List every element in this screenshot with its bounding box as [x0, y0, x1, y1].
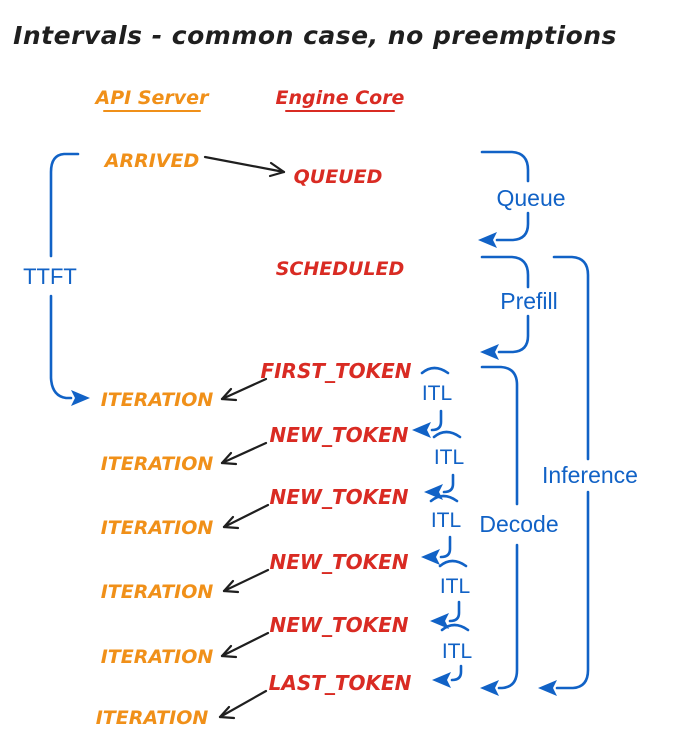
arrow-arrived-to-queued — [203, 155, 286, 178]
arrow-new-token2-to-iteration — [222, 503, 270, 530]
event-iteration-5: ITERATION — [101, 646, 214, 668]
itl-bracket-5 — [432, 623, 470, 688]
event-arrived: ARRIVED — [103, 150, 200, 172]
itl-bracket-3 — [421, 494, 459, 565]
arrow-new-token1-to-iteration — [220, 441, 268, 466]
decode-arrowhead — [480, 680, 499, 696]
ttft-arrowhead — [71, 390, 90, 406]
ttft-bracket — [49, 152, 90, 406]
event-new-token-4: NEW_TOKEN — [269, 613, 408, 637]
column-header-engine-core: Engine Core — [276, 87, 405, 109]
arrow-last-token-to-iteration — [218, 689, 268, 720]
event-iteration-3: ITERATION — [101, 517, 214, 539]
interval-label-decode: Decode — [479, 511, 558, 537]
inference-arrowhead — [538, 680, 557, 696]
event-scheduled: SCHEDULED — [276, 258, 405, 280]
itl-arrowhead-4 — [430, 613, 449, 629]
itl-arrowhead-1 — [412, 422, 431, 438]
itl-arrowhead-3 — [421, 549, 440, 565]
inference-bracket — [538, 255, 590, 696]
prefill-arrowhead — [480, 344, 499, 360]
interval-label-itl-3: ITL — [431, 509, 461, 532]
event-new-token-1: NEW_TOKEN — [269, 423, 408, 447]
arrow-new-token3-to-iteration — [222, 568, 270, 594]
interval-label-ttft: TTFT — [23, 264, 77, 289]
itl-arrowhead-5 — [432, 672, 451, 688]
event-iteration-6: ITERATION — [96, 707, 209, 729]
event-new-token-2: NEW_TOKEN — [269, 485, 408, 509]
interval-label-itl-1: ITL — [422, 382, 452, 405]
column-header-api-server: API Server — [94, 87, 211, 109]
event-new-token-3: NEW_TOKEN — [269, 550, 408, 574]
event-last-token: LAST_TOKEN — [269, 671, 412, 695]
queue-bracket — [478, 150, 530, 248]
event-iteration-2: ITERATION — [101, 453, 214, 475]
event-first-token: FIRST_TOKEN — [260, 359, 411, 383]
prefill-bracket — [480, 255, 530, 360]
interval-label-itl-2: ITL — [434, 446, 464, 469]
decode-bracket — [480, 365, 519, 696]
queue-arrowhead — [478, 232, 497, 248]
interval-label-queue: Queue — [496, 185, 565, 211]
event-iteration-4: ITERATION — [101, 581, 214, 603]
itl-bracket-4 — [430, 559, 468, 629]
itl-bracket-1 — [412, 366, 450, 438]
interval-label-itl-4: ITL — [440, 575, 470, 598]
interval-label-itl-5: ITL — [442, 640, 472, 663]
interval-label-inference: Inference — [542, 462, 638, 488]
arrow-new-token4-to-iteration — [220, 631, 270, 659]
event-queued: QUEUED — [294, 166, 383, 188]
event-iteration-1: ITERATION — [101, 389, 214, 411]
arrow-first-token-to-iteration — [220, 377, 268, 402]
interval-label-prefill: Prefill — [500, 288, 558, 314]
diagram-title: Intervals - common case, no preemptions — [13, 21, 617, 50]
